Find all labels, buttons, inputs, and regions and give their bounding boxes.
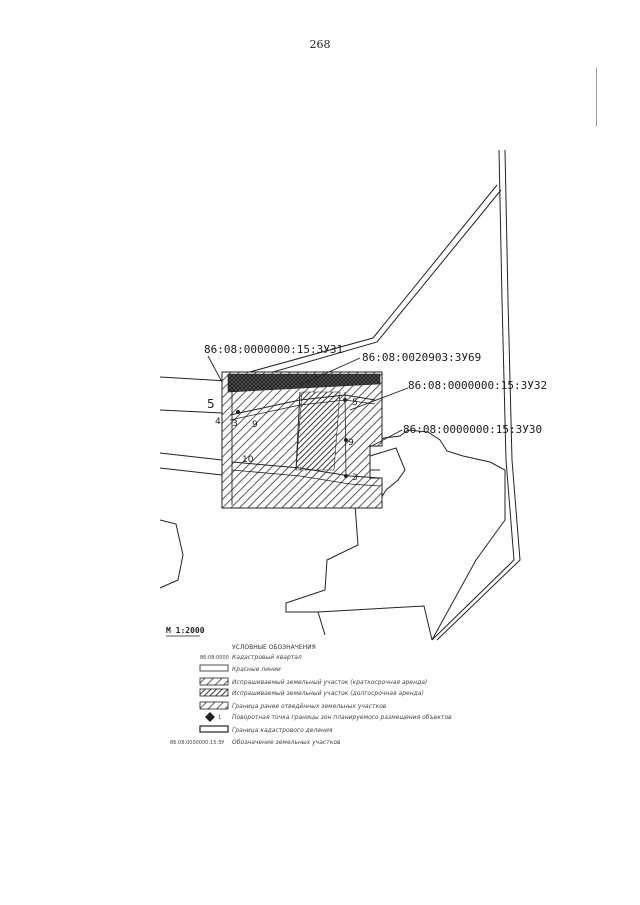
parcel-label-zu69: 86:08:0020903:ЗУ69: [362, 351, 481, 364]
map-scale: М 1:2000: [166, 626, 205, 635]
point-label: 5: [352, 398, 358, 408]
page-number: 268: [309, 38, 331, 51]
legend-sample-label: 1: [218, 715, 221, 721]
point-label: 3: [352, 473, 358, 483]
legend-item-label: Испрашиваемый земельный участок (краткос…: [232, 679, 427, 686]
legend-item-label: Испрашиваемый земельный участок (долгоср…: [232, 690, 424, 697]
legend-sample-label: 86:08:0000: [200, 655, 229, 661]
legend-item-label: Граница кадастрового деления: [232, 727, 333, 734]
legend-item-label: Красные линии: [232, 666, 281, 673]
point-label: 9: [252, 420, 258, 430]
parcel-label-zu31: 86:08:0000000:15:ЗУ31: [204, 343, 343, 356]
allotment-main: [221, 371, 383, 509]
legend-title: УСЛОВНЫЕ ОБОЗНАЧЕНИЯ: [232, 644, 316, 651]
point-label: 3: [232, 419, 238, 429]
legend-item-label: Кадастровый квартал: [232, 654, 302, 661]
point-label: 9: [348, 438, 354, 448]
point-label: 4: [215, 417, 221, 427]
point-label: 10: [242, 455, 254, 465]
turning-point-symbol-icon: [205, 712, 215, 722]
legend-item-label: Поворотная точка границы зон планируемог…: [232, 714, 452, 721]
parcel-label-zu32: 86:08:0000000:15:ЗУ32: [408, 379, 547, 392]
legend-item-label: Граница ранее отведённых земельных участ…: [232, 703, 387, 710]
margin-rule: [596, 68, 597, 126]
base-linework: [159, 149, 521, 641]
legend-sample-label: 86:08:0000000:15:ЗУ: [170, 740, 224, 746]
leader-lines: [207, 355, 409, 448]
turning-points: 5 4 3 9 5 9 3 10: [207, 397, 358, 483]
legend: УСЛОВНЫЕ ОБОЗНАЧЕНИЯ 86:08:0000 Кадастро…: [170, 644, 452, 746]
point-label: 5: [207, 397, 215, 411]
legend-item-label: Обозначение земельных участков: [232, 739, 341, 746]
parcel-label-zu30: 86:08:0000000:15:ЗУ30: [403, 423, 542, 436]
